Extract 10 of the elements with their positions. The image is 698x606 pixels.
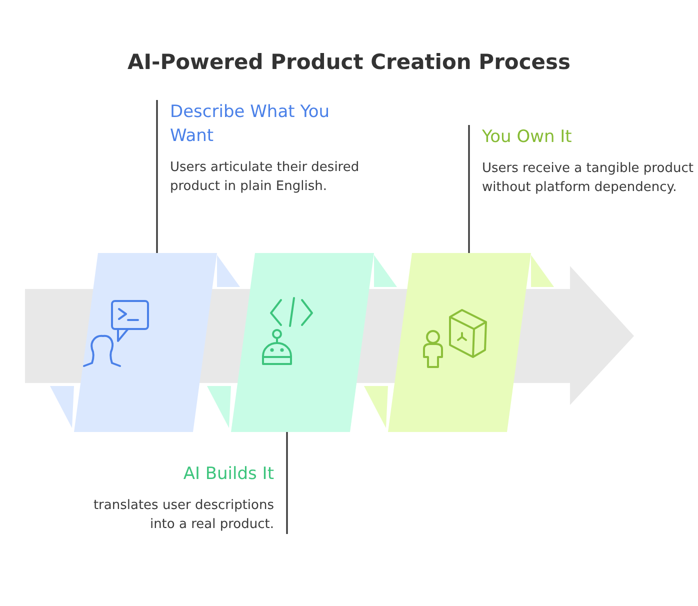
step-heading: Describe What You Want [170,101,330,148]
diagram-title: AI-Powered Product Creation Process [126,50,572,74]
leader-line [156,100,158,253]
step-description: Users articulate their desired product in plain English. [170,159,360,196]
step-heading: AI Builds It [182,463,274,486]
step-description: translates user descriptions into a real product. [92,497,274,534]
leader-line [468,125,470,253]
leader-line [286,432,288,534]
step-description: Users receive a tangible product without platform dependency. [482,160,694,197]
step-heading: You Own It [482,126,573,149]
